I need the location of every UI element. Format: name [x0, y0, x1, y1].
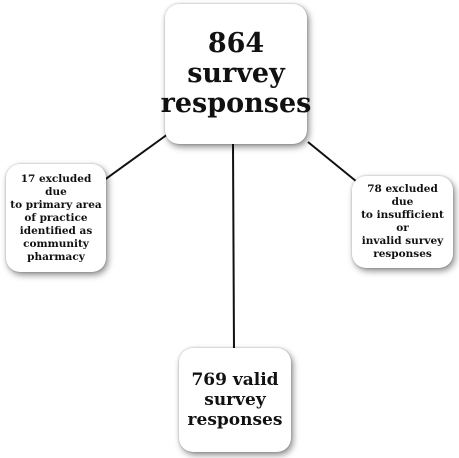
node-total-line: survey — [187, 58, 285, 89]
node-excluded-pharmacy-text: 17 excluded due to primary area of pract… — [10, 173, 102, 264]
node-excluded-pharmacy-line: pharmacy — [27, 250, 85, 263]
node-excluded-invalid-line: 78 excluded due — [367, 183, 438, 208]
node-total-line: responses — [160, 88, 312, 119]
connector-to-excluded-pharmacy — [95, 133, 169, 187]
node-excluded-pharmacy-line: community — [23, 237, 89, 250]
node-excluded-pharmacy: 17 excluded due to primary area of pract… — [6, 164, 106, 272]
node-excluded-invalid-line: responses — [373, 248, 432, 260]
node-excluded-pharmacy-line: identified as — [19, 224, 93, 237]
node-total-line: 864 — [207, 28, 265, 59]
node-excluded-pharmacy-line: to primary area — [10, 198, 102, 211]
connector-to-valid — [232, 143, 235, 351]
node-excluded-invalid-text: 78 excluded due to insufficient or inval… — [356, 183, 449, 261]
node-valid-line: 769 valid — [191, 370, 279, 390]
node-excluded-pharmacy-line: 17 excluded due — [20, 172, 92, 198]
node-valid-line: survey — [204, 390, 266, 410]
node-excluded-invalid-line: to insufficient or — [361, 209, 444, 234]
node-excluded-invalid: 78 excluded due to insufficient or inval… — [352, 176, 453, 268]
node-valid-responses: 769 valid survey responses — [179, 348, 291, 452]
connector-to-excluded-invalid — [307, 141, 363, 187]
node-excluded-invalid-line: invalid survey — [361, 235, 444, 247]
node-valid-text: 769 valid survey responses — [188, 370, 283, 430]
node-excluded-pharmacy-line: of practice — [24, 211, 88, 224]
node-total-text: 864 survey responses — [161, 29, 312, 119]
node-valid-line: responses — [187, 410, 283, 430]
node-total-responses: 864 survey responses — [161, 4, 311, 144]
